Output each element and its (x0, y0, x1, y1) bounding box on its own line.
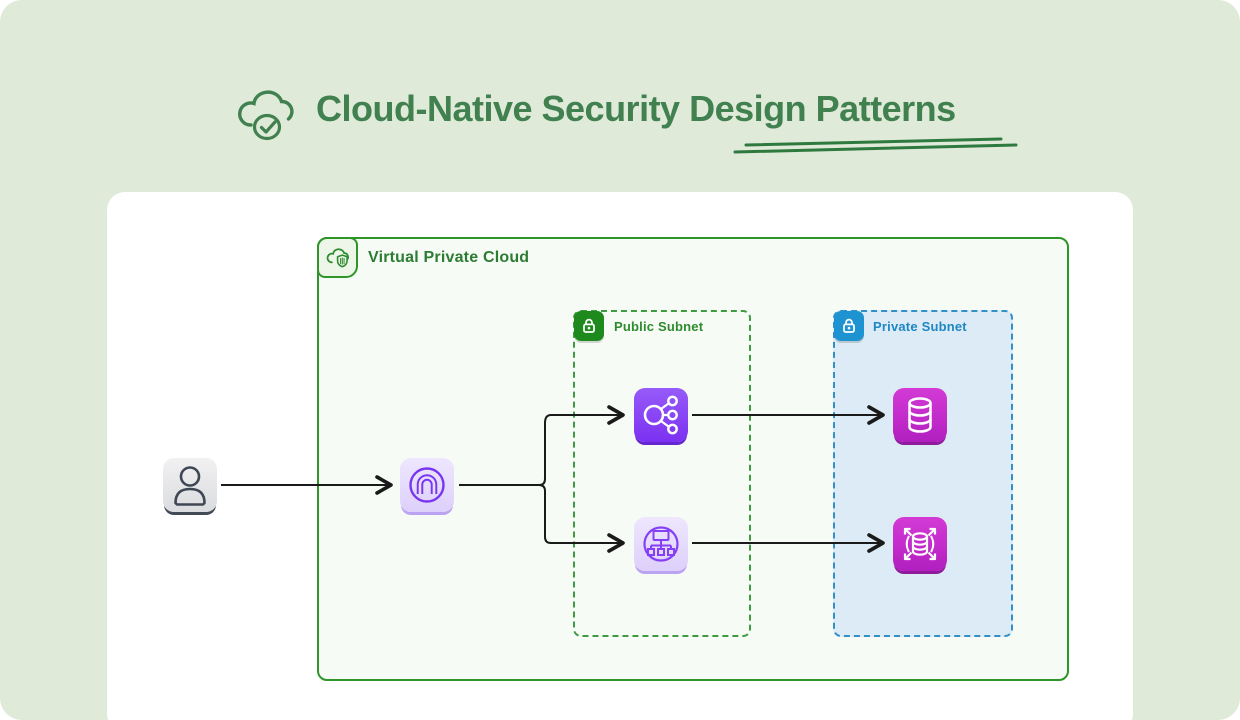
public-subnet-container (573, 310, 751, 637)
network-topology-node (634, 517, 688, 571)
private-subnet-label: Private Subnet (873, 319, 967, 334)
database-node (893, 388, 947, 442)
title-underline (733, 137, 1018, 154)
cloud-check-icon (238, 90, 294, 141)
public-subnet-label: Public Subnet (614, 319, 704, 334)
database-scale-out-icon (903, 527, 937, 561)
scalable-database-node (893, 517, 947, 571)
cloud-shield-icon (326, 247, 349, 268)
load-balancer-icon (643, 395, 678, 435)
public-subnet-badge (574, 311, 604, 341)
lock-icon (583, 318, 595, 333)
internet-gateway-icon (409, 467, 445, 503)
vpc-label: Virtual Private Cloud (368, 249, 530, 266)
vpc-badge (317, 237, 358, 278)
user-icon (174, 466, 206, 506)
private-subnet-badge (834, 311, 864, 341)
load-balancer-node (634, 388, 688, 442)
internet-gateway-node (400, 458, 454, 512)
user-node (163, 458, 217, 512)
lock-icon (843, 318, 855, 333)
private-subnet-container (833, 310, 1013, 637)
network-topology-icon (643, 526, 679, 562)
page-title: Cloud-Native Security Design Patterns (316, 88, 956, 129)
database-icon (908, 397, 932, 433)
